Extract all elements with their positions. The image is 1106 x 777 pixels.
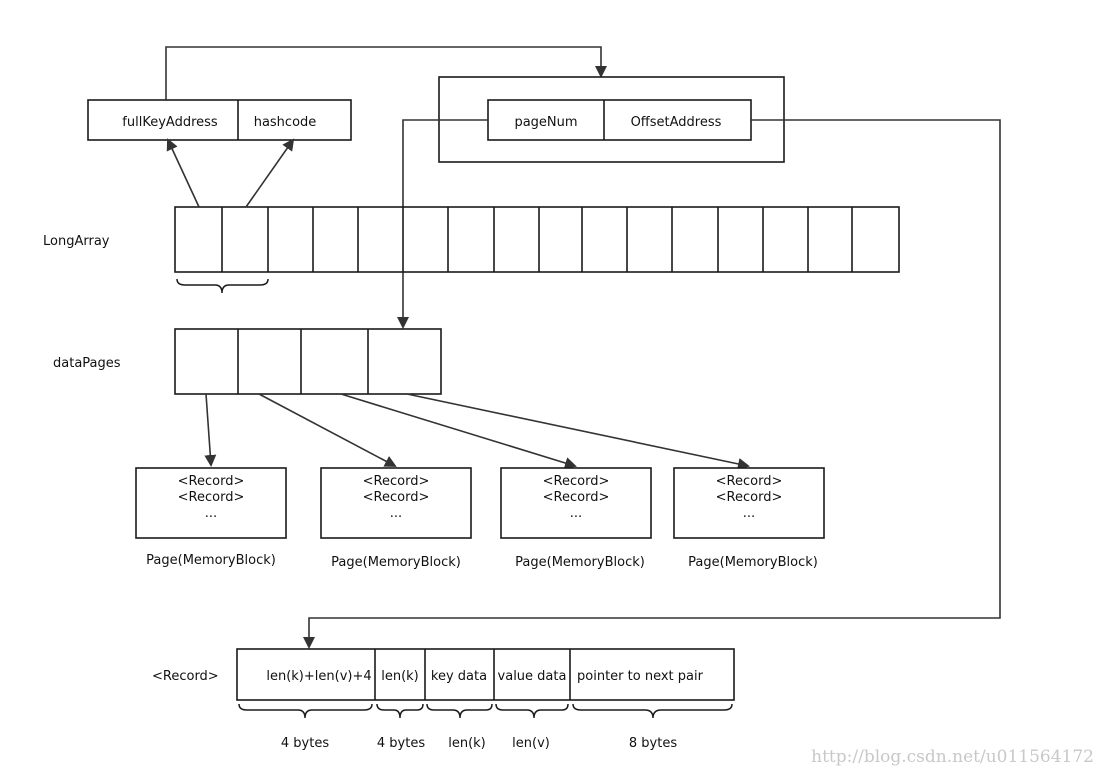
page-record-line: <Record>: [716, 474, 783, 489]
data-pages-frame: [174, 328, 442, 395]
page-record-line: <Record>: [363, 490, 430, 505]
field-size-brace: [376, 703, 424, 719]
offset-address-arrow: [303, 119, 1001, 649]
page-block: <Record> <Record> ... Page(MemoryBlock): [673, 467, 825, 570]
page-frame: [135, 467, 287, 539]
page-offset-group: pageNum OffsetAddress: [438, 76, 785, 163]
long-array-frame: [174, 206, 900, 273]
entry-pair-brace: [176, 278, 269, 294]
page-frame: [320, 467, 472, 539]
record-field-label: pointer to next pair: [577, 669, 704, 684]
page-block: <Record> <Record> ... Page(MemoryBlock): [320, 467, 472, 570]
page-record-line: <Record>: [543, 474, 610, 489]
page-record-line: <Record>: [178, 474, 245, 489]
long-array-label: LongArray: [43, 234, 110, 249]
record-frame: [236, 648, 735, 701]
data-pages-array: [174, 328, 442, 395]
hashcode-arrow: [245, 138, 295, 208]
page-ellipsis: ...: [205, 506, 217, 521]
page-frame: [500, 467, 652, 539]
field-size-brace: [426, 703, 493, 719]
page-pointer-arrow: [204, 393, 217, 467]
field-size-label: len(v): [512, 736, 550, 751]
page-num-label: pageNum: [514, 115, 577, 130]
page-pointer-arrow: [340, 393, 577, 469]
record-row-label: <Record>: [152, 669, 219, 684]
key-address-box: fullKeyAddress hashcode: [87, 99, 352, 141]
field-size-label: 4 bytes: [377, 736, 425, 751]
page-ellipsis: ...: [570, 506, 582, 521]
data-pages-label: dataPages: [53, 356, 121, 371]
page-pointer-arrow: [258, 393, 397, 467]
page-record-line: <Record>: [543, 490, 610, 505]
field-size-brace: [495, 703, 569, 719]
field-size-brace: [238, 703, 373, 719]
full-key-address-arrow: [166, 138, 200, 208]
page-record-line: <Record>: [178, 490, 245, 505]
long-array: [174, 206, 900, 273]
page-record-line: <Record>: [716, 490, 783, 505]
hashcode-label: hashcode: [254, 115, 317, 130]
record-field-label: key data: [431, 669, 487, 684]
record-layout: len(k)+len(v)+4 len(k) key data value da…: [236, 648, 735, 701]
field-size-label: 8 bytes: [629, 736, 677, 751]
record-field-label: len(k): [381, 669, 419, 684]
full-key-address-label: fullKeyAddress: [122, 115, 218, 130]
page-caption: Page(MemoryBlock): [688, 555, 818, 570]
page-caption: Page(MemoryBlock): [146, 553, 276, 568]
address-expansion-arrow: [165, 46, 607, 100]
key-address-frame: [87, 99, 352, 141]
page-record-line: <Record>: [363, 474, 430, 489]
page-caption: Page(MemoryBlock): [515, 555, 645, 570]
watermark: http://blog.csdn.net/u011564172: [811, 747, 1094, 767]
page-caption: Page(MemoryBlock): [331, 555, 461, 570]
field-size-brace: [572, 703, 733, 719]
offset-address-label: OffsetAddress: [631, 115, 722, 130]
field-size-label: 4 bytes: [281, 736, 329, 751]
record-field-label: len(k)+len(v)+4: [266, 669, 371, 684]
field-size-label: len(k): [448, 736, 486, 751]
page-pointer-arrow: [406, 393, 750, 470]
page-ellipsis: ...: [743, 506, 755, 521]
page-frame: [673, 467, 825, 539]
record-field-label: value data: [498, 669, 567, 684]
page-block: <Record> <Record> ... Page(MemoryBlock): [135, 467, 287, 568]
page-block: <Record> <Record> ... Page(MemoryBlock): [500, 467, 652, 570]
page-ellipsis: ...: [390, 506, 402, 521]
